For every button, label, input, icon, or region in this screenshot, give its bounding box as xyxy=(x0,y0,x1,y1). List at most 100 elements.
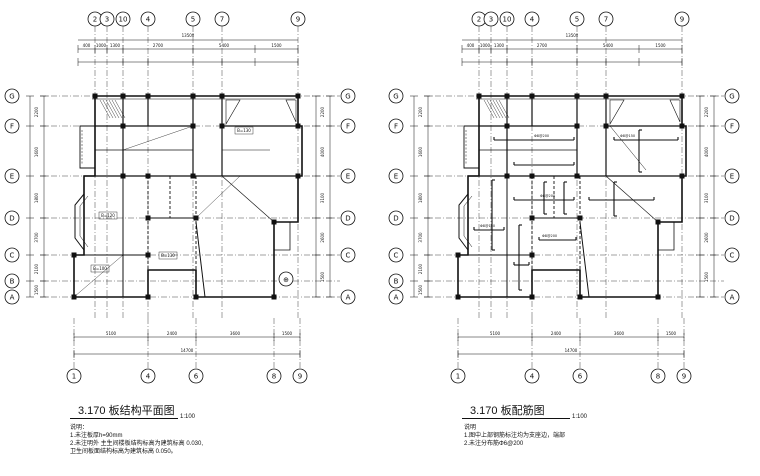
bay-window xyxy=(458,193,469,251)
grid-bubble-top xyxy=(483,11,499,27)
column xyxy=(71,252,77,258)
rebar-label: Φ8@200 xyxy=(542,234,557,238)
grid-label: 5 xyxy=(191,16,195,24)
grid-label: G xyxy=(393,93,398,101)
dim-label: 1800 xyxy=(418,192,423,203)
grid-bubble-top xyxy=(674,11,690,27)
dim-label: 3700 xyxy=(418,232,423,243)
column xyxy=(120,173,126,179)
column xyxy=(504,93,510,99)
note-line: 1.图中上部钢筋标注均为支座边，端部 xyxy=(464,433,566,439)
dim-label: 3100 xyxy=(704,192,709,203)
column xyxy=(577,215,583,221)
note-line: 1.未注板厚h=90mm xyxy=(70,433,123,439)
grid-label: 6 xyxy=(578,373,583,381)
dim-label: 2700 xyxy=(153,43,164,48)
grid-label: F xyxy=(394,123,398,131)
grid-label: 2 xyxy=(93,16,97,24)
dim-label: 2400 xyxy=(167,331,178,336)
grid-label: A xyxy=(730,294,735,302)
rebar-label: Φ8@200 xyxy=(534,134,549,138)
grid-bubble-left xyxy=(4,118,20,134)
bay-window xyxy=(74,193,85,251)
slab-diagonal xyxy=(195,175,241,219)
grid-bubble-top xyxy=(185,11,201,27)
north-symbol xyxy=(278,271,294,287)
column xyxy=(145,173,151,179)
column xyxy=(603,123,609,129)
note-line: 2.未注分布筋Φ6@200 xyxy=(464,441,524,447)
grid-label: 4 xyxy=(146,16,151,24)
grid-label: 10 xyxy=(503,16,512,24)
grid-bubble-left xyxy=(388,247,404,263)
hatch-line xyxy=(483,99,495,119)
slab-label: B=120 xyxy=(101,213,115,218)
grid-label: E xyxy=(346,173,350,181)
grid-bubble-top xyxy=(290,11,306,27)
grid-bubble-top xyxy=(499,11,515,27)
grid-label: 1 xyxy=(456,373,460,381)
hatch-line xyxy=(108,99,120,119)
slab-label: B=100 xyxy=(93,266,107,271)
column xyxy=(219,123,225,129)
dim-label: 4000 xyxy=(320,146,325,157)
note-line: 卫生间板面结构标高为建筑标高 0.050。 xyxy=(70,449,177,455)
grid-bubble-top xyxy=(99,11,115,27)
hatch-line xyxy=(498,99,510,119)
grid-label: 9 xyxy=(682,373,686,381)
column xyxy=(476,93,482,99)
grid-label: 3 xyxy=(489,16,493,24)
grid-bubble-right xyxy=(340,88,356,104)
grid-bubble-top xyxy=(569,11,585,27)
grid-bubble-top xyxy=(598,11,614,27)
slab-label-box xyxy=(234,126,254,135)
grid-label: C xyxy=(346,252,351,260)
grid-bubble-left xyxy=(388,88,404,104)
grid-bubble-right xyxy=(340,247,356,263)
balcony-outline xyxy=(463,125,479,169)
grid-bubble-right xyxy=(340,289,356,305)
grid-label: 7 xyxy=(220,16,224,24)
grid-label: D xyxy=(729,215,734,223)
hatch-line xyxy=(111,99,123,119)
dim-label: 2400 xyxy=(551,331,562,336)
dim-label: 1500 xyxy=(282,331,293,336)
plan-scale: 1:100 xyxy=(180,414,196,420)
title-underline xyxy=(70,418,178,419)
dim-label: 2600 xyxy=(704,232,709,243)
grid-label: D xyxy=(9,215,14,223)
grid-label: 8 xyxy=(272,373,276,381)
dim-label: 1500 xyxy=(666,331,677,336)
plan-title: 3.170 板配筋图 xyxy=(470,405,545,417)
column xyxy=(92,93,98,99)
slab-opening xyxy=(609,99,625,126)
slab-diagonal xyxy=(609,125,647,171)
grid-bubble-bottom xyxy=(292,368,308,384)
hatch-line xyxy=(495,99,507,119)
grid-label: 9 xyxy=(296,16,300,24)
dim-label: 5100 xyxy=(490,331,501,336)
column xyxy=(529,294,535,300)
grid-label: 4 xyxy=(530,373,535,381)
grid-bubble-left xyxy=(4,168,20,184)
grid-bubble-right xyxy=(724,289,740,305)
plan-notes: 说明： 1.未注板厚h=90mm 2.未注明外 主生间楼板结构标高为建筑标高 0… xyxy=(70,424,203,456)
grid-bubble-left xyxy=(388,118,404,134)
grid-label: C xyxy=(394,252,399,260)
hatch-line xyxy=(102,99,114,119)
grid-label: F xyxy=(10,123,14,131)
slab-label: B=130 xyxy=(161,253,175,258)
grid-bubble-top xyxy=(214,11,230,27)
plan-title: 3.170 板结构平面图 xyxy=(78,405,175,417)
grid-bubble-left xyxy=(4,247,20,263)
grid-bubble-right xyxy=(724,118,740,134)
grid-label: C xyxy=(10,252,15,260)
column xyxy=(145,294,151,300)
dim-label: 4000 xyxy=(704,146,709,157)
grid-bubble-left xyxy=(4,210,20,226)
grid-label: A xyxy=(346,294,351,302)
grid-bubble-left xyxy=(388,210,404,226)
grid-label: B xyxy=(394,278,399,286)
dim-label: 2200 xyxy=(418,106,423,117)
